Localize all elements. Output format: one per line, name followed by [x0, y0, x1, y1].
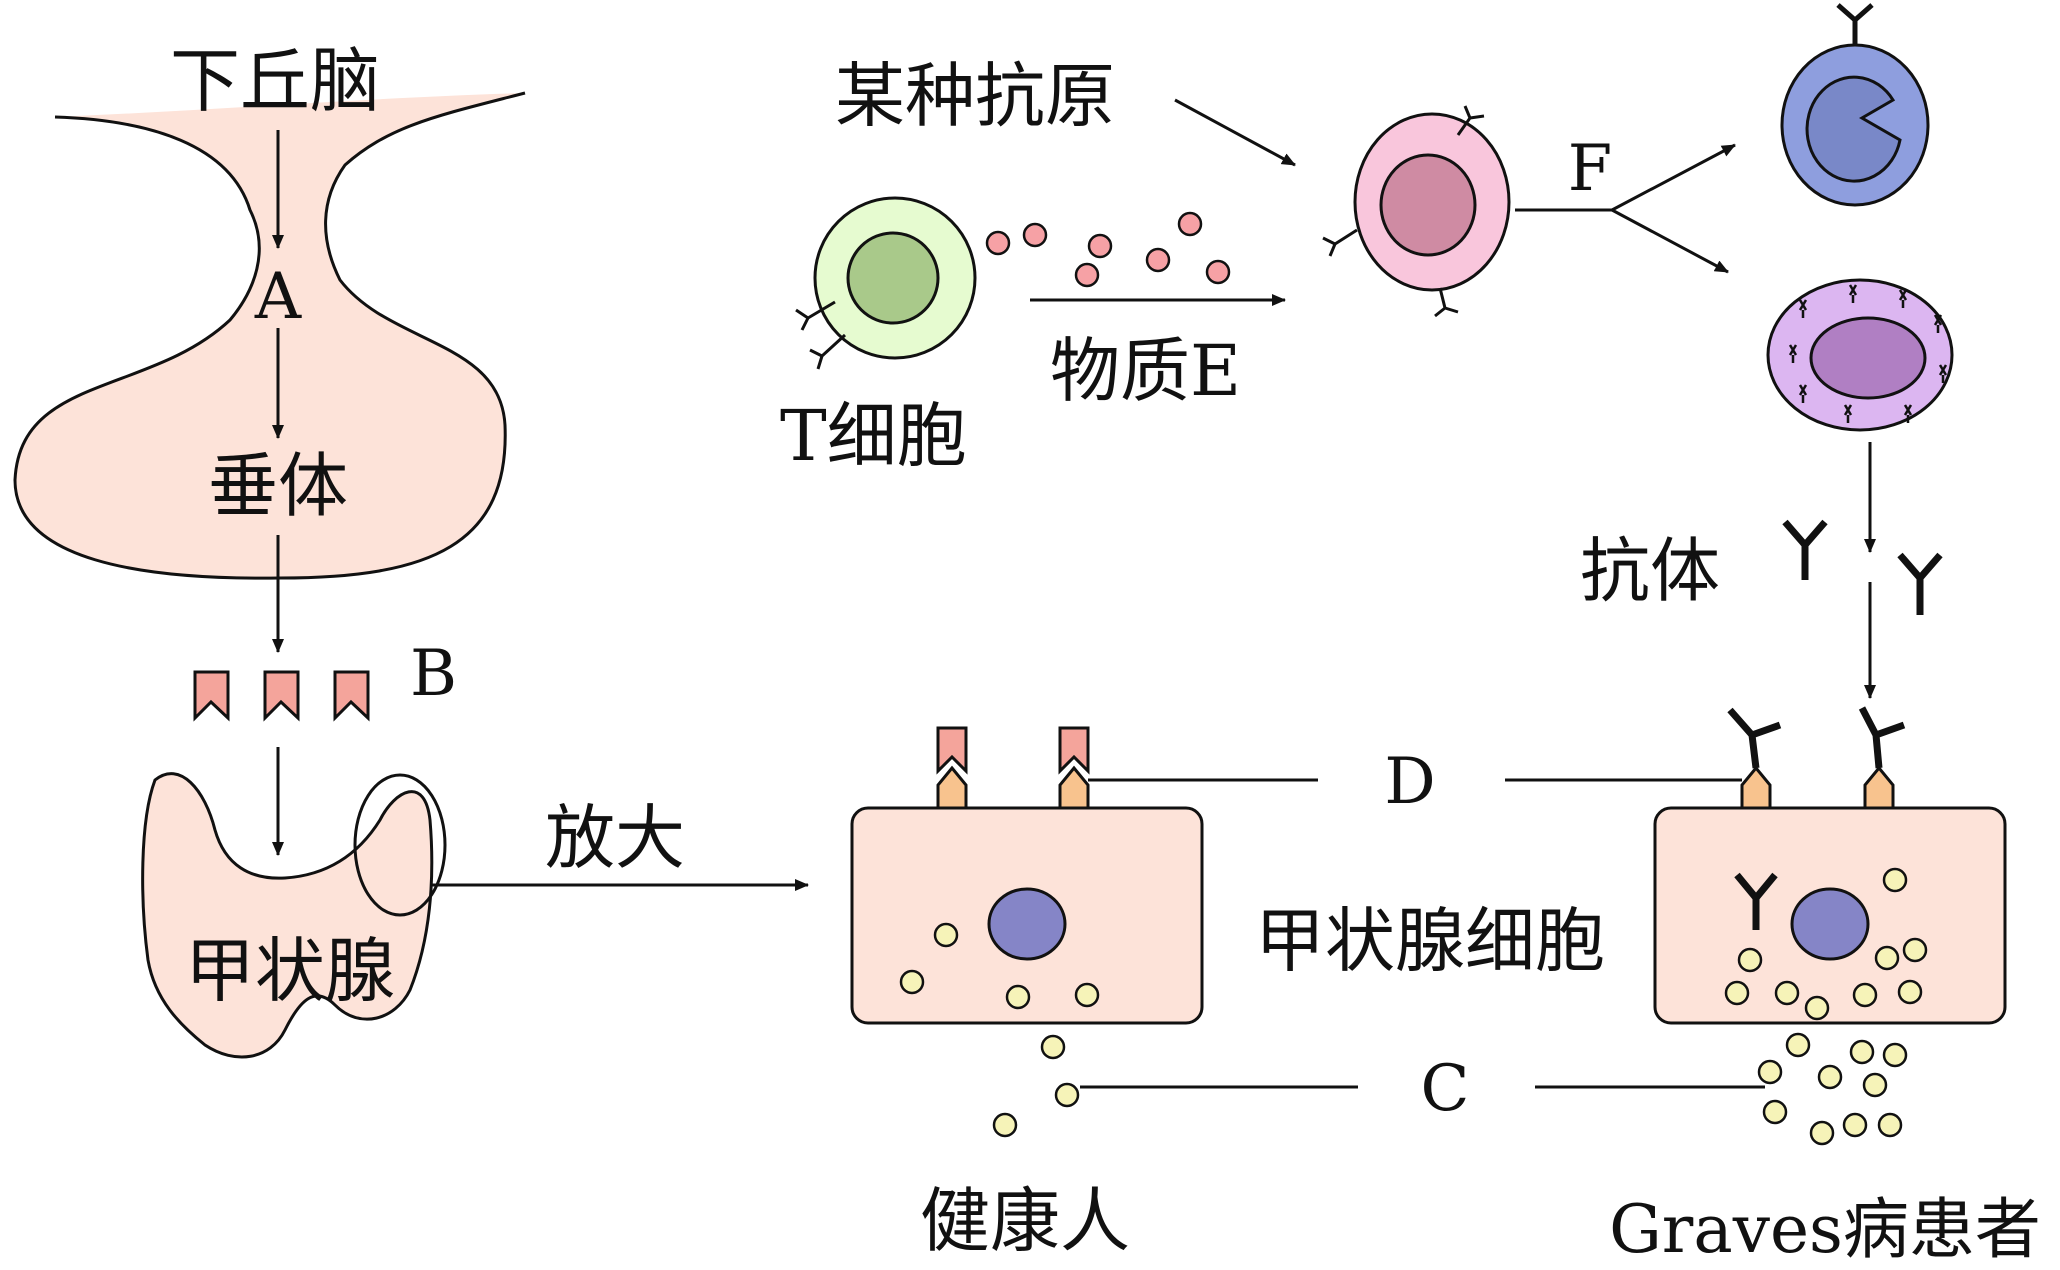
hormone-dot — [1849, 1039, 1875, 1065]
receptor — [1058, 765, 1090, 810]
label-healthy: 健康人 — [920, 1180, 1130, 1262]
label-graves: Graves病患者 — [1609, 1191, 2041, 1268]
antibody-bound-icon — [1727, 707, 1782, 769]
hormone-dot — [1005, 984, 1031, 1010]
substance-dot — [985, 230, 1011, 256]
hormone-dot — [1804, 995, 1830, 1021]
thyroid-magnify-circle — [353, 773, 447, 917]
hypothalamus-outline — [13, 91, 526, 580]
substance-dot — [1205, 259, 1231, 285]
tsh-marker — [333, 670, 370, 722]
label-a: A — [254, 260, 302, 334]
hormone-dot — [1897, 979, 1923, 1005]
arrow-f-to-plasma — [1611, 208, 1729, 274]
t-cell — [795, 196, 977, 370]
hormone-dot — [1809, 1120, 1835, 1146]
hormone-dot — [1842, 1112, 1868, 1138]
hormone-dot — [1882, 867, 1908, 893]
graves-cell-nucleus — [1790, 887, 1870, 961]
receptor — [1863, 765, 1895, 810]
memory-cell — [1780, 3, 1930, 207]
b-cell — [1322, 105, 1511, 318]
receptor — [1740, 765, 1772, 810]
hormone-dot — [1054, 1082, 1080, 1108]
healthy-hormone-dots — [899, 922, 1100, 1138]
label-antibody: 抗体 — [1580, 530, 1720, 612]
label-b: B — [410, 637, 457, 711]
hormone-dot — [1862, 1072, 1888, 1098]
hormone-dot — [1724, 980, 1750, 1006]
arrow-antigen-to-bcell — [1174, 98, 1296, 167]
tsh-bound — [936, 726, 968, 775]
label-thyroid: 甲状腺 — [185, 930, 395, 1012]
substance-dot — [1177, 211, 1203, 237]
healthy-receptors — [936, 726, 1090, 810]
receptor — [936, 765, 968, 810]
label-hypothalamus: 下丘脑 — [170, 40, 380, 122]
hormone-dot — [1757, 1059, 1783, 1085]
hormone-dot — [1785, 1032, 1811, 1058]
hormone-dot — [933, 922, 959, 948]
label-f: F — [1568, 132, 1612, 206]
label-d: D — [1384, 745, 1435, 819]
substance-dot — [1087, 233, 1113, 259]
graves-receptors — [1740, 765, 1895, 810]
thyroid-gland — [141, 772, 434, 1059]
substance-e-dots — [985, 211, 1231, 288]
graves-hormone-dots — [1724, 867, 1928, 1146]
hormone-dot — [1902, 937, 1928, 963]
label-substance-e: 物质E — [1050, 330, 1241, 412]
tsh-marker — [193, 670, 230, 722]
label-magnify: 放大 — [545, 797, 685, 879]
substance-dot — [1022, 222, 1048, 248]
tsh-markers — [193, 670, 370, 722]
antibody-inside-icon — [1734, 872, 1778, 930]
label-thyroid-cell: 甲状腺细胞 — [1255, 900, 1605, 982]
label-antigen: 某种抗原 — [835, 55, 1115, 137]
label-t-cell: T细胞 — [780, 395, 967, 477]
hormone-dot — [1040, 1034, 1066, 1060]
hormone-dot — [1074, 982, 1100, 1008]
arrow-f-to-memory — [1611, 143, 1736, 212]
hormone-dot — [899, 969, 925, 995]
label-c: C — [1421, 1052, 1470, 1126]
hormone-dot — [1877, 1112, 1903, 1138]
hypothalamus-pituitary-shape — [15, 93, 525, 579]
tsh-marker — [263, 670, 300, 722]
hormone-dot — [1737, 947, 1763, 973]
healthy-cell-nucleus — [987, 887, 1067, 961]
hormone-dot — [1882, 1042, 1908, 1068]
hormone-dot — [1817, 1064, 1843, 1090]
antibody-icon — [1782, 519, 1828, 580]
tsh-bound — [1058, 726, 1090, 775]
antibody-bound-icon — [1858, 706, 1906, 769]
hormone-dot — [992, 1112, 1018, 1138]
hormone-dot — [1762, 1099, 1788, 1125]
hormone-dot — [1874, 945, 1900, 971]
antibody-icon — [1897, 552, 1943, 615]
substance-dot — [1074, 262, 1100, 288]
substance-dot — [1145, 247, 1171, 273]
plasma-cell — [1766, 278, 1954, 432]
hormone-dot — [1852, 982, 1878, 1008]
label-pituitary: 垂体 — [208, 445, 348, 527]
hormone-dot — [1774, 980, 1800, 1006]
